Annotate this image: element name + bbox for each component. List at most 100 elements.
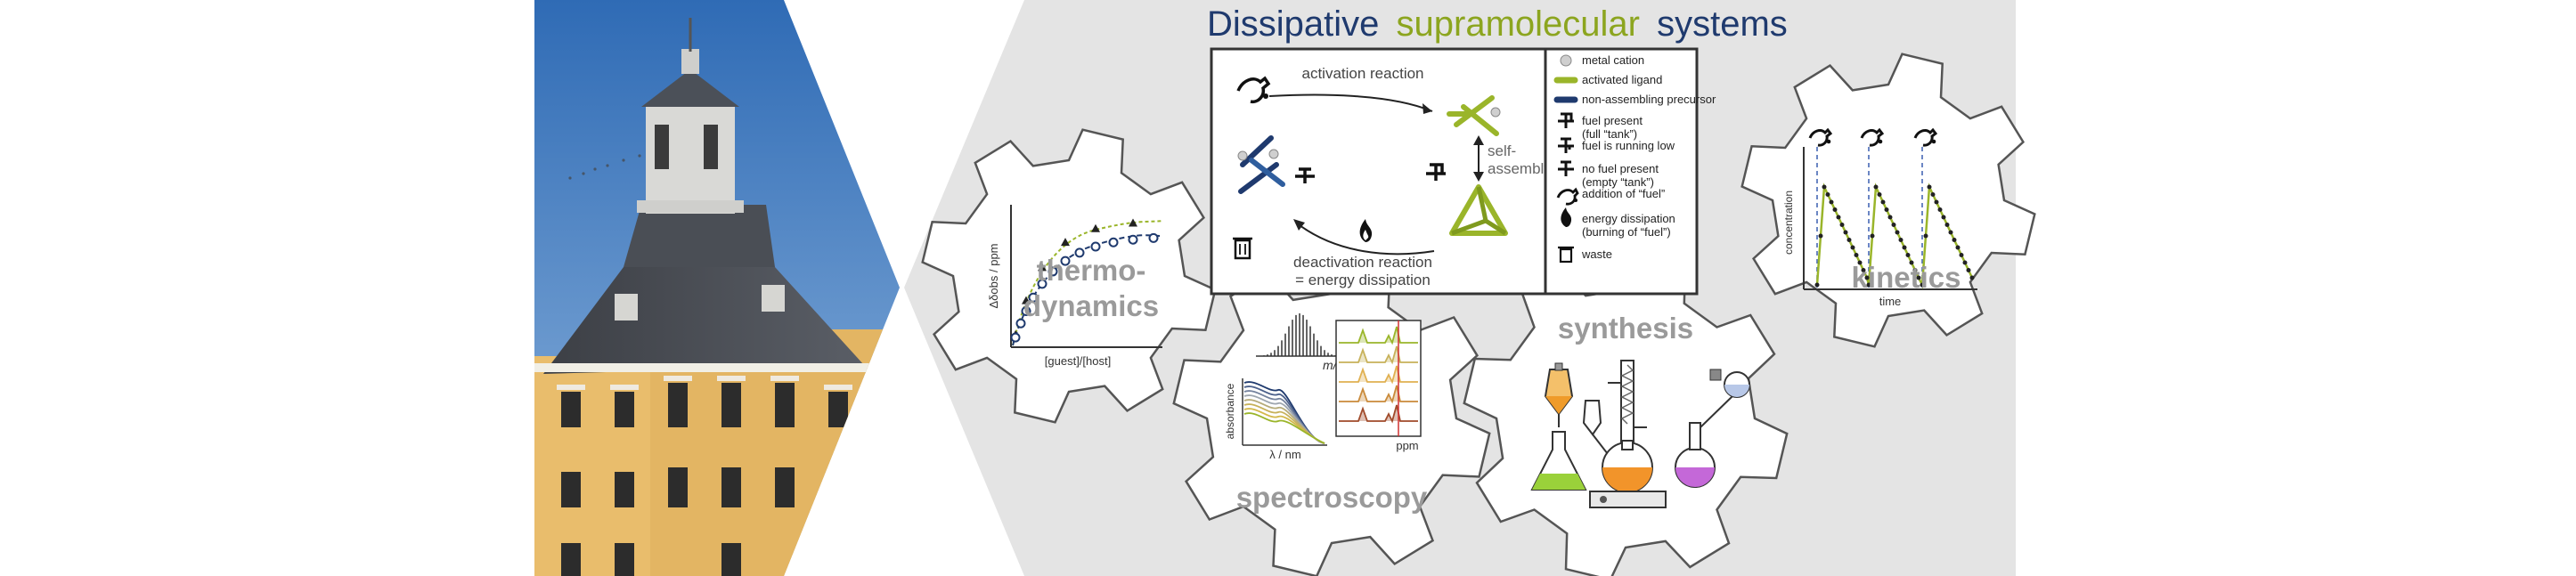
- thermo-circle-marker: [1010, 332, 1021, 343]
- kinetics-point: [1843, 230, 1848, 235]
- fuel-pump-icon: [1236, 76, 1271, 104]
- legend-box: metal cation activated ligand non-assembli…: [1544, 47, 1716, 296]
- self-assembly-line1: self-: [1488, 142, 1516, 159]
- stirrer-plate-icon: [1589, 491, 1667, 508]
- kinetics-label: kinetics: [1852, 261, 1961, 294]
- erlenmeyer-flask-icon: [1530, 431, 1587, 491]
- thermo-label-line1: thermo-: [1037, 254, 1146, 287]
- kinetics-point: [1941, 215, 1946, 220]
- fuel-empty-icon: [1558, 160, 1574, 176]
- gear-synthesis: synthesis: [1463, 256, 1789, 576]
- thermo-xlabel: [guest]/[host]: [1045, 354, 1111, 368]
- kinetics-point: [1952, 238, 1957, 242]
- title-word-supramolecular: supramolecular: [1397, 4, 1640, 44]
- kinetics-point: [1814, 282, 1820, 288]
- university-building-photo: [534, 0, 900, 576]
- trash-cycle-icon: [1233, 237, 1252, 260]
- kinetics-point: [1884, 207, 1889, 212]
- thermo-ylabel: Δδobs / ppm: [987, 243, 1000, 308]
- kinetics-point: [1836, 215, 1841, 220]
- gear-thermodynamics: [guest]/[host] Δδobs / ppm thermo- dynam…: [921, 128, 1217, 424]
- legend-item: waste: [1558, 246, 1612, 264]
- fuel-pump-icon: [1913, 127, 1938, 147]
- nmr-stack: ppm: [1335, 320, 1422, 452]
- kinetics-point: [1887, 215, 1893, 220]
- thermo-circle-marker: [1060, 256, 1071, 266]
- kinetics-point: [1948, 230, 1953, 235]
- legend-label: energy dissipation: [1582, 212, 1675, 225]
- fuel-pump-icon: [1556, 187, 1579, 206]
- kinetics-point: [1944, 223, 1950, 227]
- metal-cation-icon: [1560, 54, 1572, 67]
- thermo-fit-navy: [1012, 234, 1163, 346]
- activation-label: activation reaction: [1301, 65, 1423, 82]
- thermo-circle-marker: [1028, 292, 1039, 303]
- flame-icon: [1561, 207, 1572, 227]
- thermo-triangle-marker: [1038, 263, 1047, 272]
- kinetics-point: [1966, 268, 1971, 272]
- thermo-circle-marker: [1108, 237, 1119, 247]
- kinetics-point: [1895, 230, 1900, 235]
- kinetics-point: [1898, 238, 1903, 242]
- synthesis-label: synthesis: [1558, 312, 1693, 345]
- legend-label-secondary: (full “tank”): [1582, 127, 1637, 141]
- kinetics-point: [1873, 184, 1879, 190]
- thermo-circle-marker: [1048, 266, 1058, 277]
- spectroscopy-label: spectroscopy: [1236, 481, 1428, 514]
- deactivation-line1: deactivation reaction: [1293, 254, 1432, 271]
- activated-ligand-cluster: [1447, 95, 1501, 136]
- kinetics-point: [1870, 233, 1875, 239]
- legend-item: no fuel present(empty “tank”): [1558, 160, 1659, 189]
- thermo-circle-marker: [1021, 306, 1031, 317]
- kinetics-point: [1857, 260, 1863, 265]
- kinetics-point: [1850, 245, 1855, 250]
- kinetics-point: [1854, 253, 1859, 257]
- uv-curve: [1243, 412, 1325, 444]
- fuel-empty-cycle-icon: [1295, 167, 1315, 183]
- legend-label: non-assembling precursor: [1582, 93, 1716, 106]
- kinetics-point: [1902, 245, 1907, 250]
- kinetics-point: [1839, 223, 1845, 227]
- legend-item: energy dissipation(burning of “fuel”): [1561, 207, 1675, 239]
- kinetics-plot: time concentration: [1782, 127, 1977, 308]
- thermo-triangle-marker: [1091, 223, 1100, 232]
- kinetics-point: [1846, 238, 1852, 242]
- kinetics-ylabel: concentration: [1782, 191, 1795, 255]
- thermo-circle-marker: [1015, 318, 1026, 329]
- kinetics-xlabel: time: [1879, 295, 1902, 308]
- thermo-triangle-marker: [1022, 296, 1031, 304]
- legend-label: fuel present: [1582, 114, 1643, 127]
- kinetics-point: [1905, 253, 1911, 257]
- thermo-circle-marker: [1037, 279, 1048, 289]
- kinetics-point: [1829, 199, 1834, 205]
- kinetics-point: [1930, 192, 1936, 197]
- precursor-cluster: [1237, 135, 1285, 194]
- separatory-funnel-icon: [1544, 362, 1574, 427]
- fuel-low-icon: [1558, 137, 1574, 153]
- legend-item: fuel present(full “tank”): [1558, 112, 1643, 141]
- trash-icon: [1558, 246, 1574, 264]
- legend-label: waste: [1581, 247, 1612, 261]
- legend-item: metal cation: [1560, 53, 1644, 67]
- kinetics-point: [1923, 233, 1928, 239]
- thermo-plot: [guest]/[host] Δδobs / ppm: [987, 205, 1163, 368]
- page-title: Dissipative supramolecular systems: [1207, 4, 1788, 44]
- lambda-label: λ / nm: [1269, 448, 1300, 461]
- thermo-circle-marker: [1074, 247, 1085, 258]
- legend-item: activated ligand: [1553, 73, 1662, 86]
- deactivation-line2: = energy dissipation: [1295, 272, 1431, 288]
- fuel-full-cycle-icon: [1426, 163, 1446, 181]
- kinetics-point: [1920, 282, 1925, 288]
- dropping-funnel-icon: [1582, 400, 1609, 455]
- thermo-circle-marker: [1090, 241, 1101, 252]
- fuel-full-icon: [1558, 112, 1574, 128]
- kinetics-point: [1912, 268, 1918, 272]
- legend-label: activated ligand: [1582, 73, 1662, 86]
- legend-item: fuel is running low: [1558, 137, 1675, 153]
- round-bottom-flask-icon: [1602, 440, 1653, 493]
- tetrahedral-cage-icon: [1449, 184, 1508, 236]
- kinetics-point: [1934, 199, 1939, 205]
- thermo-triangle-marker: [1061, 238, 1070, 247]
- kinetics-point: [1909, 260, 1914, 265]
